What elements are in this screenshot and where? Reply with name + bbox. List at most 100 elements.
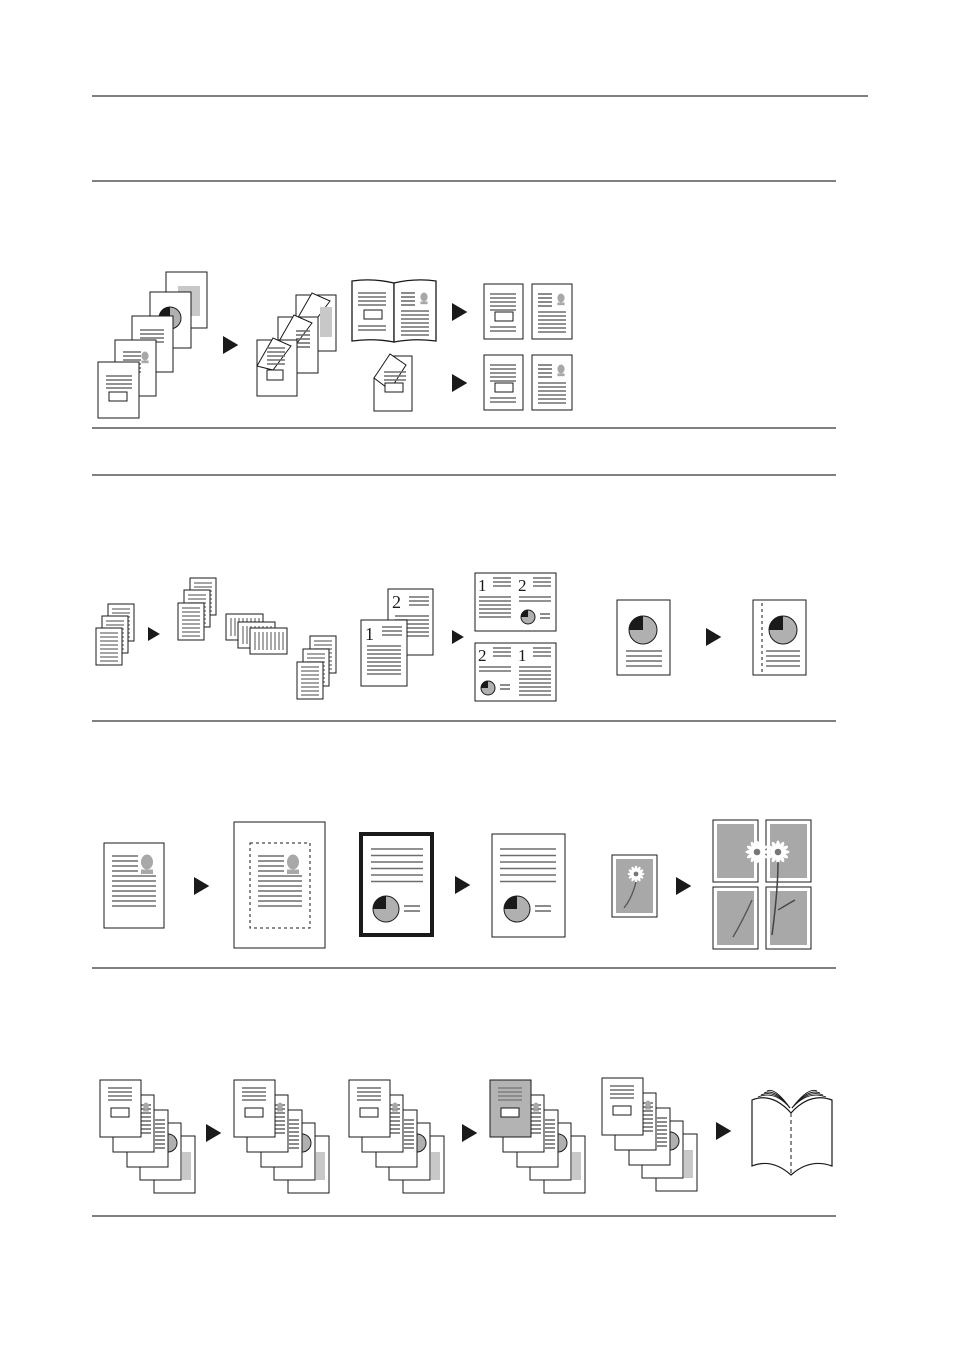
petal	[636, 874, 644, 879]
pie-slice	[373, 896, 386, 909]
petal	[757, 853, 764, 863]
insert-stack-icon	[348, 1079, 445, 1194]
petal	[767, 845, 777, 852]
arrow-icon	[462, 1124, 478, 1142]
petal	[628, 874, 636, 879]
portrait-body	[557, 302, 565, 306]
portrait-head	[392, 1102, 398, 1110]
two-page-originals-icon: 21	[360, 588, 434, 687]
portrait-head	[533, 1102, 539, 1110]
portrait-body	[392, 1109, 398, 1112]
arrow-icon	[455, 876, 471, 894]
arrow-icon	[206, 1124, 222, 1142]
cover-stack-icon	[99, 1079, 196, 1194]
petal	[771, 853, 778, 863]
arrow-head	[452, 303, 468, 321]
arrow-icon	[676, 877, 692, 895]
portrait-head	[143, 1102, 149, 1110]
portrait-head	[141, 854, 153, 870]
page-sheet	[97, 361, 140, 419]
portrait-body	[287, 869, 299, 874]
portrait-body	[141, 360, 149, 364]
arrow-head	[452, 630, 464, 644]
sort-input-stack-icon	[95, 603, 135, 666]
image-box	[500, 1107, 520, 1118]
portrait-body	[645, 1107, 651, 1110]
portrait-head	[420, 292, 428, 302]
stem	[771, 861, 779, 936]
arrow-head	[706, 628, 722, 646]
page-sheet	[249, 627, 288, 655]
image-box	[110, 1107, 130, 1118]
arrow-head	[452, 374, 468, 392]
portrait-body	[557, 373, 565, 377]
document-stack-icon	[97, 271, 208, 419]
petal	[750, 853, 757, 863]
flower-photo-icon	[611, 854, 658, 918]
gray-block	[684, 1150, 693, 1178]
pie-slice	[629, 616, 643, 630]
page-number: 1	[478, 576, 487, 595]
pie-slice	[481, 681, 488, 688]
portrait-head	[287, 854, 299, 870]
arrow-head	[716, 1122, 732, 1140]
page-sheet	[233, 821, 326, 949]
arrow-head	[148, 627, 160, 641]
arrow-head	[194, 877, 210, 895]
portrait-body	[420, 301, 428, 305]
petal	[757, 841, 764, 851]
portrait-body	[533, 1109, 539, 1112]
portrait-head	[557, 293, 565, 303]
arrow-head	[676, 877, 692, 895]
gray-block	[182, 1152, 191, 1180]
petal	[771, 841, 778, 851]
page-edge	[766, 1089, 791, 1109]
image-box	[244, 1107, 264, 1118]
image-box	[494, 382, 514, 393]
petal	[631, 866, 636, 874]
flower-center	[774, 848, 782, 856]
flower-center	[633, 871, 639, 877]
cover-output-icon	[233, 1079, 330, 1194]
flower-center	[753, 848, 761, 856]
petal	[636, 874, 641, 882]
petal	[628, 869, 636, 874]
arrow-icon	[452, 374, 468, 392]
image-box	[494, 311, 514, 322]
image-box	[612, 1105, 632, 1116]
split-pages-icon	[483, 354, 573, 411]
stem	[623, 881, 637, 909]
petal	[636, 869, 644, 874]
arrow-icon	[148, 627, 160, 641]
petal	[778, 853, 785, 863]
petal	[758, 852, 768, 859]
split-pages-icon	[483, 283, 573, 340]
gray-block	[320, 307, 332, 337]
petal	[746, 845, 756, 852]
arrow-icon	[194, 877, 210, 895]
page-number: 1	[365, 624, 374, 644]
page-number: 2	[518, 576, 527, 595]
petal	[758, 845, 768, 852]
page-number: 2	[392, 592, 401, 612]
page-number: 1	[518, 646, 527, 665]
arrow-head	[206, 1124, 222, 1142]
pie-slice	[504, 896, 517, 909]
portrait-head	[645, 1100, 651, 1108]
petal	[779, 845, 789, 852]
image-box	[359, 1107, 379, 1118]
open-book-icon	[351, 279, 437, 343]
booklet-icon	[751, 1089, 833, 1176]
petal	[750, 841, 757, 851]
folded-page-icon	[373, 353, 413, 412]
gray-insert-stack-icon	[489, 1079, 586, 1194]
portrait-body	[277, 1109, 283, 1112]
page-sheet	[359, 832, 434, 937]
margin-output-icon	[752, 599, 807, 676]
photo-area	[717, 891, 754, 945]
portrait-head	[277, 1102, 283, 1110]
page-sheet	[177, 602, 205, 641]
petal	[631, 874, 636, 882]
